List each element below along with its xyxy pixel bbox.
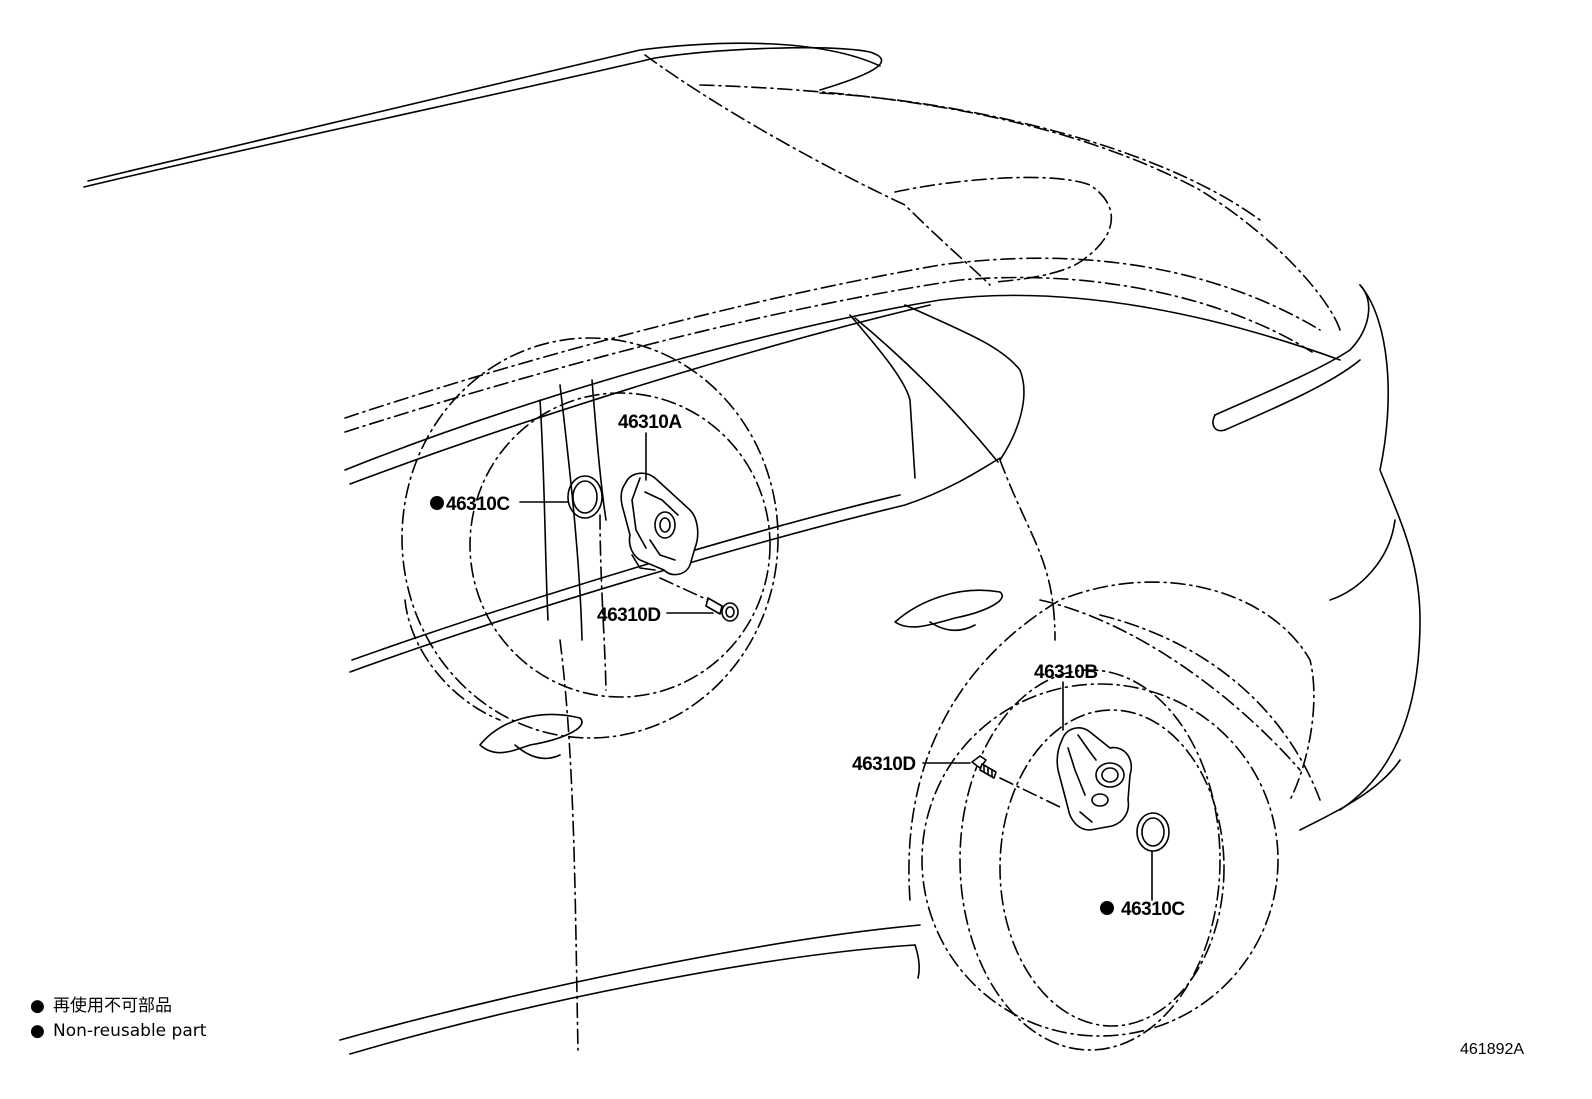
legend-text-en: Non-reusable part: [53, 1021, 207, 1041]
rear-sensor-actuator: [1056, 727, 1132, 831]
callout-46310D-front[interactable]: 46310D: [597, 605, 661, 626]
legend-marker-en: ●: [30, 1021, 45, 1041]
callout-46310C-front[interactable]: 46310C: [446, 494, 511, 515]
vehicle-body: [83, 42, 1421, 1055]
callout-46310B[interactable]: 46310B: [1034, 662, 1098, 683]
diagram-id: 461892A: [1460, 1041, 1524, 1058]
front-sensor-actuator: [620, 472, 699, 576]
leader-lines: [519, 432, 1153, 901]
front-seal-ring: [567, 475, 603, 519]
rear-seal-ring: [1136, 812, 1170, 852]
rear-sensor-assembly: [971, 727, 1170, 852]
non-reusable-marker: [430, 496, 444, 510]
callout-46310D-rear[interactable]: 46310D: [852, 754, 916, 775]
rear-wheel: [921, 669, 1279, 1051]
callout-46310A[interactable]: 46310A: [618, 412, 683, 433]
legend: ● 再使用不可部品 ● Non-reusable part: [30, 995, 207, 1041]
legend-text-ja: 再使用不可部品: [53, 995, 172, 1016]
front-sensor-assembly: [567, 472, 739, 622]
callout-46310C-rear[interactable]: 46310C: [1121, 899, 1186, 920]
non-reusable-marker: [1100, 901, 1114, 915]
legend-marker-ja: ●: [30, 996, 45, 1016]
rear-bolt: [971, 755, 997, 779]
front-wheel: [401, 337, 779, 739]
front-bolt: [705, 597, 739, 622]
